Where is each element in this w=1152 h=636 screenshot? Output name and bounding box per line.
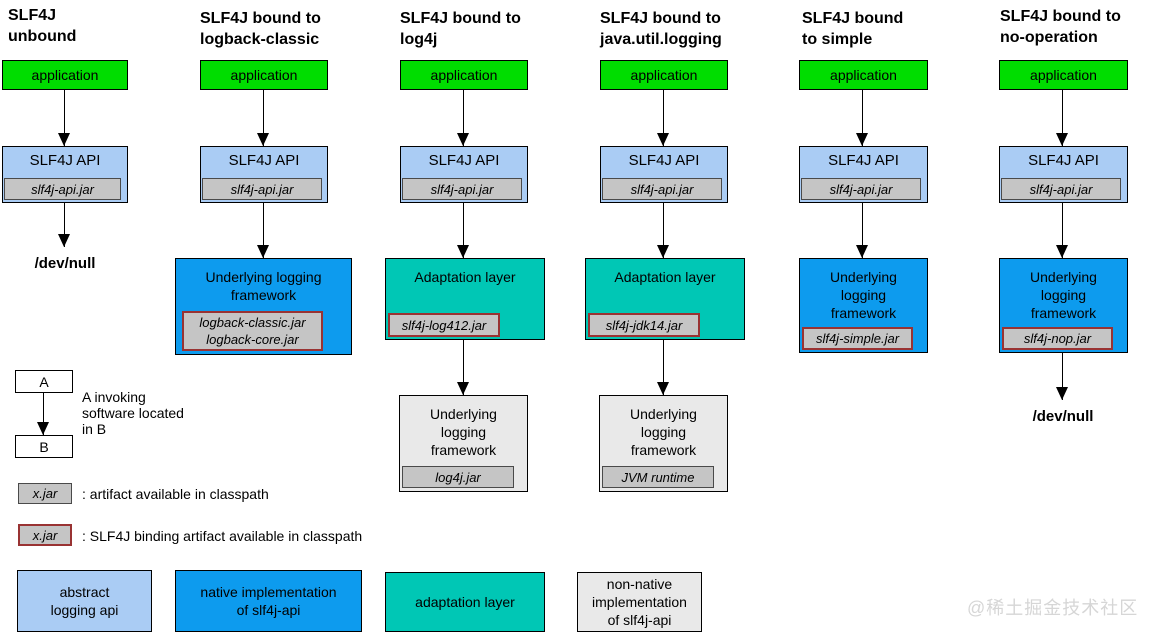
- arrow-app-to-api: [657, 90, 669, 146]
- framework-jar-box: log4j.jar: [402, 466, 514, 488]
- underlying-framework-label: Underlying logging framework: [630, 406, 697, 458]
- application-label: application: [1030, 67, 1097, 83]
- application-box: application: [400, 60, 528, 90]
- slf4j-api-label: SLF4J API: [828, 152, 899, 169]
- underlying-framework-box: Underlying logging framework slf4j-simpl…: [799, 258, 928, 353]
- arrow-app-to-api: [856, 90, 868, 146]
- key-non-native-implementation: non-native implementation of slf4j-api: [577, 572, 702, 632]
- application-label: application: [630, 67, 698, 83]
- column-title-nop: SLF4J bound to no-operation: [1000, 8, 1121, 46]
- slf4j-api-box: SLF4J API slf4j-api.jar: [799, 146, 928, 203]
- slf4j-api-box: SLF4J API slf4j-api.jar: [600, 146, 728, 203]
- column-title-log4j: SLF4J bound to log4j: [400, 10, 521, 48]
- slf4j-api-box: SLF4J API slf4j-api.jar: [999, 146, 1128, 203]
- adaptation-layer-box: Adaptation layer slf4j-log412.jar: [385, 258, 545, 340]
- legend-box-b: B: [15, 435, 73, 458]
- slf4j-api-box: SLF4J API slf4j-api.jar: [200, 146, 328, 203]
- devnull-label: /dev/null: [1032, 408, 1094, 425]
- slf4j-api-jar-box: slf4j-api.jar: [602, 178, 722, 200]
- slf4j-api-jar-box: slf4j-api.jar: [4, 178, 121, 200]
- legend-jar-binding-desc: : SLF4J binding artifact available in cl…: [82, 528, 363, 544]
- underlying-framework-label: Underlying logging framework: [205, 269, 322, 303]
- binding-jar-box: slf4j-log412.jar: [388, 313, 500, 337]
- column-title-jul: SLF4J bound to java.util.logging: [600, 10, 722, 48]
- arrow-framework-to-devnull: [1056, 353, 1068, 400]
- adaptation-layer-box: Adaptation layer slf4j-jdk14.jar: [585, 258, 745, 340]
- application-box: application: [999, 60, 1128, 90]
- arrow-adaptation-to-framework: [457, 340, 469, 395]
- adaptation-layer-label: Adaptation layer: [614, 269, 716, 285]
- arrow-app-to-api: [1056, 90, 1068, 146]
- binding-jar-box: slf4j-simple.jar: [802, 327, 913, 350]
- slf4j-api-box: SLF4J API slf4j-api.jar: [2, 146, 128, 203]
- column-title-simple: SLF4J bound to simple: [802, 10, 904, 48]
- framework-jar-box: JVM runtime: [602, 466, 714, 488]
- arrow-api-to-adaptation: [657, 203, 669, 258]
- arrow-api-to-framework: [257, 203, 269, 258]
- watermark: @稀土掘金技术社区: [967, 598, 1139, 618]
- legend-box-b-label: B: [39, 438, 49, 455]
- application-box: application: [600, 60, 728, 90]
- arrow-api-to-framework: [856, 203, 868, 258]
- slf4j-api-label: SLF4J API: [1028, 152, 1099, 169]
- arrow-a-to-b: [37, 393, 49, 435]
- slf4j-api-jar-box: slf4j-api.jar: [801, 178, 921, 200]
- application-label: application: [430, 67, 498, 83]
- arrow-app-to-api: [457, 90, 469, 146]
- application-box: application: [200, 60, 328, 90]
- slf4j-api-jar-box: slf4j-api.jar: [1001, 178, 1121, 200]
- underlying-framework-label: Underlying logging framework: [830, 269, 897, 321]
- key-native-implementation: native implementation of slf4j-api: [175, 570, 362, 632]
- key-abstract-logging-api: abstract logging api: [17, 570, 152, 632]
- legend-jar-binding-box: x.jar: [18, 524, 72, 546]
- arrow-app-to-api: [257, 90, 269, 146]
- legend-invoke-text: A invoking software located in B: [82, 389, 184, 437]
- underlying-framework-label: Underlying logging framework: [430, 406, 497, 458]
- devnull-label: /dev/null: [34, 255, 96, 272]
- application-box: application: [2, 60, 128, 90]
- slf4j-api-box: SLF4J API slf4j-api.jar: [400, 146, 528, 203]
- legend-jar-plain-desc: : artifact available in classpath: [82, 486, 269, 502]
- application-label: application: [230, 67, 298, 83]
- slf4j-api-jar-box: slf4j-api.jar: [202, 178, 322, 200]
- application-label: application: [830, 67, 897, 83]
- legend-box-a-label: A: [39, 373, 49, 390]
- legend-box-a: A: [15, 370, 73, 393]
- binding-jar-box: logback-classic.jar logback-core.jar: [182, 311, 323, 351]
- application-label: application: [31, 67, 99, 83]
- application-box: application: [799, 60, 928, 90]
- arrow-api-to-adaptation: [457, 203, 469, 258]
- arrow-app-to-api: [58, 90, 70, 146]
- underlying-framework-box: Underlying logging framework JVM runtime: [599, 395, 728, 492]
- slf4j-api-jar-box: slf4j-api.jar: [402, 178, 522, 200]
- underlying-framework-box: Underlying logging framework log4j.jar: [399, 395, 528, 492]
- arrow-api-to-framework: [1056, 203, 1068, 258]
- underlying-framework-box: Underlying logging framework slf4j-nop.j…: [999, 258, 1128, 353]
- underlying-framework-label: Underlying logging framework: [1030, 269, 1097, 321]
- slf4j-api-label: SLF4J API: [628, 152, 700, 169]
- adaptation-layer-label: Adaptation layer: [414, 269, 516, 285]
- arrow-adaptation-to-framework: [657, 340, 669, 395]
- slf4j-api-label: SLF4J API: [428, 152, 500, 169]
- binding-jar-box: slf4j-nop.jar: [1002, 327, 1113, 350]
- binding-jar-box: slf4j-jdk14.jar: [588, 313, 700, 337]
- column-title-logback: SLF4J bound to logback-classic: [200, 10, 321, 48]
- slf4j-api-label: SLF4J API: [29, 152, 101, 169]
- slf4j-api-label: SLF4J API: [228, 152, 300, 169]
- legend-jar-plain-box: x.jar: [18, 483, 72, 504]
- arrow-api-to-devnull: [58, 203, 70, 247]
- key-adaptation-layer: adaptation layer: [385, 572, 545, 632]
- underlying-framework-box: Underlying logging framework logback-cla…: [175, 258, 352, 355]
- column-title-unbound: SLF4J unbound: [8, 7, 77, 45]
